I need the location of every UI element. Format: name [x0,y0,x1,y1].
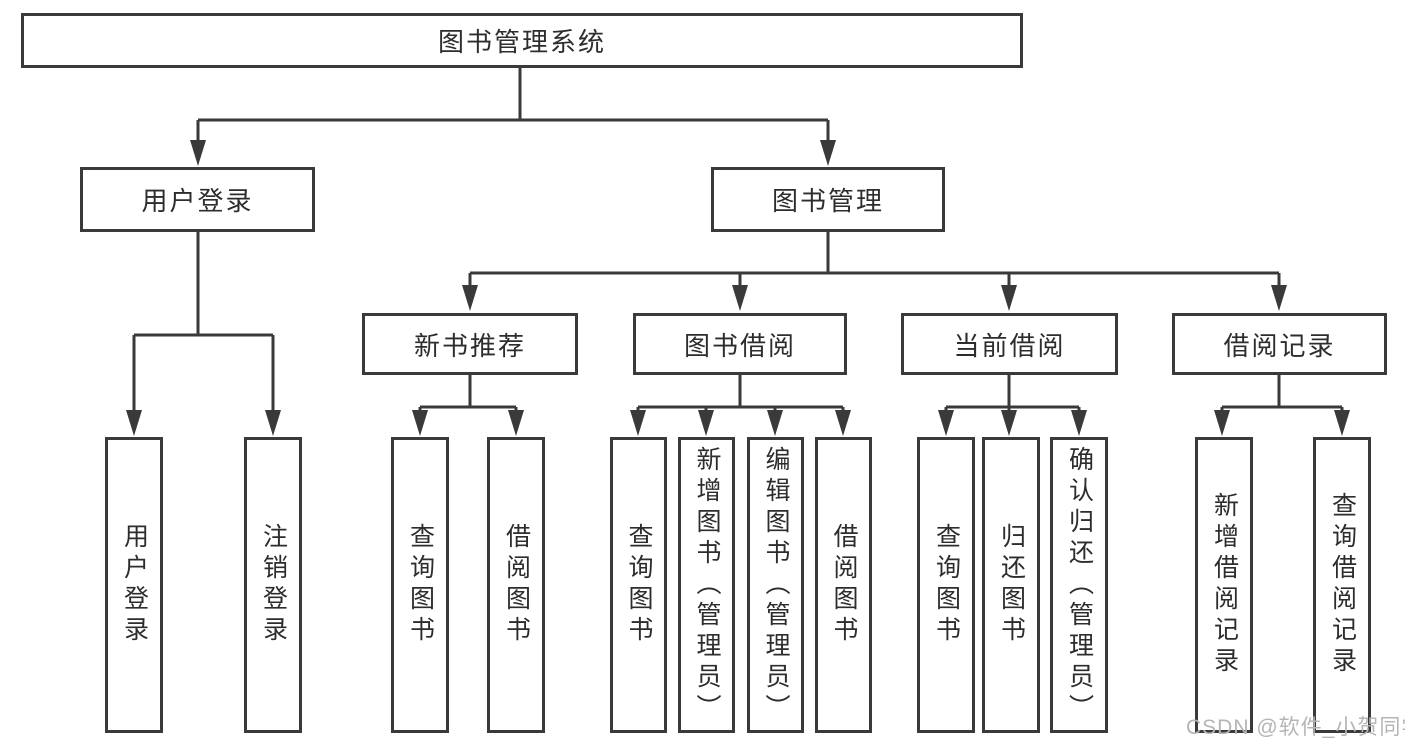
leaf-logout: 注销登录 [244,437,302,733]
leaf-add-books-admin: 新增图书（管理员） [678,437,735,733]
leaf-user-login-label: 用户登录 [120,523,149,647]
arrow-leaf-query-borrow-record [1334,410,1350,436]
connector-book-borrow [636,375,845,412]
arrow-borrow-records [1271,285,1287,311]
arrow-user-login [190,140,206,166]
leaf-query-books-borrow: 查询图书 [610,437,667,733]
leaf-user-login: 用户登录 [105,437,163,733]
node-user-login: 用户登录 [80,167,315,232]
node-book-management: 图书管理 [711,167,945,232]
leaf-edit-books-admin: 编辑图书（管理员） [747,437,804,733]
leaf-return-books: 归还图书 [982,437,1040,733]
leaf-borrow-books-recommend-label: 借阅图书 [502,523,531,647]
node-root: 图书管理系统 [21,13,1023,68]
arrow-book-management [820,140,836,166]
leaf-query-books-borrow-label: 查询图书 [625,523,653,647]
arrow-current-borrow [1001,285,1017,311]
leaf-edit-books-admin-label: 编辑图书（管理员） [762,445,790,725]
watermark: CSDN @软件_小贺同学 [1186,716,1405,739]
leaf-borrow-books-borrow: 借阅图书 [815,437,872,733]
arrow-leaf-return-books [1001,410,1017,436]
arrow-leaf-query-books-current [938,410,954,436]
arrow-leaf-user-login [126,410,142,436]
arrow-leaf-edit-books-admin [767,410,783,436]
arrow-leaf-logout [265,410,281,436]
node-new-book-recommend: 新书推荐 [362,313,578,375]
leaf-add-books-admin-label: 新增图书（管理员） [693,445,721,725]
connector-current-borrow [944,375,1081,412]
arrow-leaf-query-books-borrow [630,410,646,436]
arrow-leaf-borrow-books-recommend [508,410,524,436]
arrow-new-book-recommend [462,285,478,311]
leaf-query-borrow-record: 查询借阅记录 [1313,437,1371,733]
leaf-add-borrow-record: 新增借阅记录 [1195,437,1253,733]
connector-new-book-recommend [418,375,518,412]
leaf-add-borrow-record-label: 新增借阅记录 [1210,492,1239,678]
arrow-leaf-add-borrow-record [1214,410,1230,436]
node-current-borrow: 当前借阅 [901,313,1118,375]
connector-root [196,68,830,142]
arrow-leaf-add-books-admin [698,410,714,436]
leaf-confirm-return-admin-label: 确认归还（管理员） [1065,445,1094,725]
leaf-confirm-return-admin: 确认归还（管理员） [1050,437,1108,733]
leaf-query-books-recommend: 查询图书 [391,437,449,733]
leaf-borrow-books-borrow-label: 借阅图书 [830,523,858,647]
node-book-borrow: 图书借阅 [633,313,847,375]
leaf-query-books-current-label: 查询图书 [932,523,961,647]
node-borrow-records: 借阅记录 [1172,313,1387,375]
connector-book-management [468,232,1281,288]
leaf-query-books-recommend-label: 查询图书 [406,523,435,647]
arrow-leaf-borrow-books-borrow [835,410,851,436]
arrow-leaf-confirm-return-admin [1071,410,1087,436]
leaf-borrow-books-recommend: 借阅图书 [487,437,545,733]
leaf-return-books-label: 归还图书 [997,523,1026,647]
arrow-book-borrow [732,285,748,311]
connector-user-login [132,232,275,412]
leaf-logout-label: 注销登录 [259,523,288,647]
leaf-query-borrow-record-label: 查询借阅记录 [1328,492,1357,678]
connector-borrow-records [1220,375,1344,412]
leaf-query-books-current: 查询图书 [917,437,975,733]
arrow-leaf-query-books-recommend [412,410,428,436]
